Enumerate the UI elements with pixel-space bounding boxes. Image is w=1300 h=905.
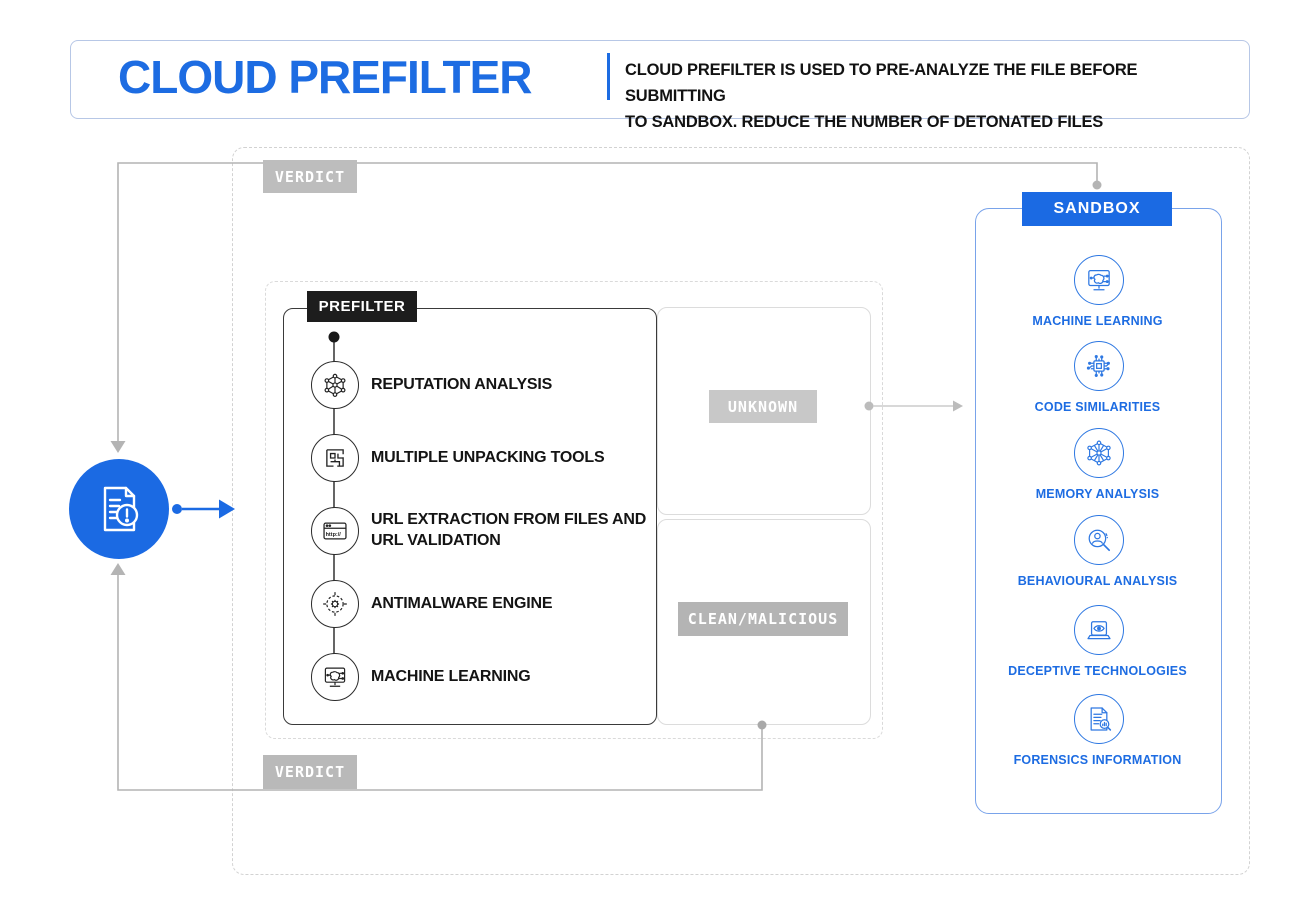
deceptive-laptop-eye-icon [1074, 605, 1124, 655]
forensics-document-icon [1074, 694, 1124, 744]
sandbox-item-label: FORENSICS INFORMATION [1013, 753, 1182, 767]
reputation-network-icon [311, 361, 359, 409]
sandbox-item-label: MEMORY ANALYSIS [1035, 487, 1160, 501]
machine-learning-icon [1074, 255, 1124, 305]
page-description-line1: CLOUD PREFILTER IS USED TO PRE-ANALYZE T… [625, 61, 1138, 105]
page-title: CLOUD PREFILTER [118, 51, 532, 103]
prefilter-item-label: ANTIMALWARE ENGINE [371, 595, 553, 612]
clean-malicious-label: CLEAN/MALICIOUS [678, 602, 848, 636]
machine-learning-icon [311, 653, 359, 701]
sandbox-item-label: CODE SIMILARITIES [1034, 400, 1161, 414]
svg-text:http://: http:// [326, 532, 342, 538]
sandbox-item-label: DECEPTIVE TECHNOLOGIES [1008, 664, 1187, 678]
sandbox-item-label: MACHINE LEARNING [1032, 314, 1163, 328]
verdict-label-top: VERDICT [263, 160, 357, 193]
sandbox-label: SANDBOX [1022, 192, 1172, 226]
verdict-label-bottom: VERDICT [263, 755, 357, 789]
prefilter-label: PREFILTER [307, 291, 417, 322]
antimalware-scan-icon [311, 580, 359, 628]
browser-url-icon: http:// [311, 507, 359, 555]
unknown-label: UNKNOWN [709, 390, 817, 423]
memory-network-icon [1074, 428, 1124, 478]
prefilter-item-label: MACHINE LEARNING [371, 668, 531, 685]
prefilter-item-label: MULTIPLE UNPACKING TOOLS [371, 449, 605, 466]
sandbox-item-label: BEHAVIOURAL ANALYSIS [1017, 574, 1178, 588]
header-box [70, 40, 1250, 119]
title-divider [607, 53, 610, 100]
prefilter-item-label: URL EXTRACTION FROM FILES AND URL VALIDA… [371, 511, 647, 549]
file-input-node [69, 459, 169, 559]
behaviour-magnifier-icon [1074, 515, 1124, 565]
document-alert-icon [90, 480, 148, 538]
code-chip-icon [1074, 341, 1124, 391]
page-description-line2: TO SANDBOX. REDUCE THE NUMBER OF DETONAT… [625, 113, 1104, 131]
prefilter-item-label: REPUTATION ANALYSIS [371, 376, 553, 393]
page-description: CLOUD PREFILTER IS USED TO PRE-ANALYZE T… [625, 57, 1235, 135]
unpacking-maze-icon [311, 434, 359, 482]
